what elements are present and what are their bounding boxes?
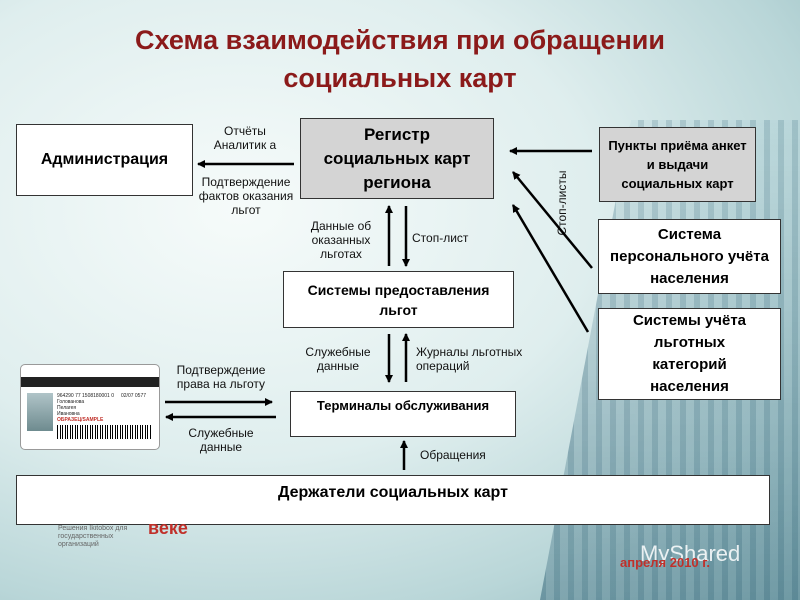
card-magnetic-strip xyxy=(21,377,159,387)
registry-box: Регистр социальных карт региона xyxy=(300,118,494,199)
admin-box: Администрация xyxy=(16,124,193,196)
footer-date: апреля 2010 г. xyxy=(620,555,710,570)
label-reports: Отчёты Аналитик а xyxy=(213,124,277,152)
label-stop-list: Стоп-лист xyxy=(412,231,469,245)
label-service-data-top: Служебные данные xyxy=(305,345,371,373)
label-service-data-left: Служебные данные xyxy=(188,426,254,454)
terminals-box: Терминалы обслуживания xyxy=(290,391,516,437)
label-confirmation: Подтверждение фактов оказания льгот xyxy=(198,175,294,217)
footer-site: MyShared xyxy=(640,541,741,566)
arrow-privilege-to-registry xyxy=(511,204,590,333)
footer-org: Решения Ikitobox для государственных орг… xyxy=(58,525,128,548)
label-benefit-data: Данные об оказанных льготах xyxy=(310,219,372,261)
arrow-personal-to-registry xyxy=(512,171,593,269)
holders-box: Держатели социальных карт xyxy=(16,475,770,525)
privilege-system-box: Системы учёта льготных категорий населен… xyxy=(598,308,781,400)
diagram-title-line2: социальных карт xyxy=(283,63,517,93)
card-photo xyxy=(27,393,53,431)
benefits-system-box: Системы предоставления льгот xyxy=(283,271,514,328)
label-appeals: Обращения xyxy=(420,448,486,462)
label-right-confirm: Подтверждение права на льготу xyxy=(176,363,266,391)
card-number: 964290 77 1508180001 0 xyxy=(57,393,115,399)
card-name: Пелагея xyxy=(57,405,77,411)
footer-brand: веке xyxy=(148,518,188,538)
card-sample: ОБРАЗЕЦ/SAMPLE xyxy=(57,417,104,423)
label-journals: Журналы льготных операций xyxy=(416,345,523,373)
card-barcode xyxy=(57,425,152,439)
social-card-image: 964290 77 1508180001 0 Голованова Пелаге… xyxy=(20,364,160,450)
card-valid: 02/07 0577 xyxy=(121,393,147,399)
personal-system-box: Система персонального учёта населения xyxy=(598,219,781,294)
diagram-title-line1: Схема взаимодействия при обращении xyxy=(135,25,665,55)
card-surname: Голованова xyxy=(57,399,85,405)
points-box: Пункты приёма анкет и выдачи социальных … xyxy=(599,127,756,202)
card-text: 964290 77 1508180001 0 Голованова Пелаге… xyxy=(57,393,114,423)
card-patronymic: Ивановна xyxy=(57,411,80,417)
